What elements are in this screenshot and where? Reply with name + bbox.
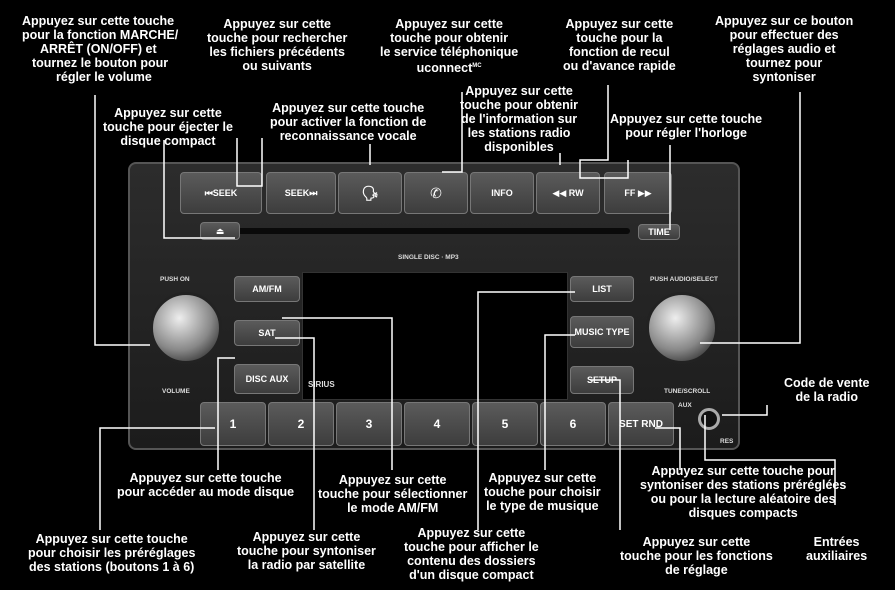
preset-button-3[interactable]: 3: [336, 402, 402, 446]
preset-button-2[interactable]: 2: [268, 402, 334, 446]
voice-command-button[interactable]: 🗣: [338, 172, 402, 214]
aux-label: AUX: [678, 402, 692, 409]
music-type-button[interactable]: MUSIC TYPE: [570, 316, 634, 348]
phone-icon: ✆: [430, 184, 442, 201]
rewind-button[interactable]: ◀◀ RW: [536, 172, 600, 214]
setrnd-button[interactable]: SET RND: [608, 402, 674, 446]
voice-command-icon: 🗣: [361, 184, 379, 201]
sirius-logo: SIRIUS: [308, 380, 335, 389]
volume-label: VOLUME: [162, 388, 190, 395]
uconnect-phone-button[interactable]: ✆: [404, 172, 468, 214]
eject-icon: ⏏: [215, 225, 225, 236]
volume-knob[interactable]: [150, 292, 222, 364]
tune-knob[interactable]: [646, 292, 718, 364]
tune-scroll-label: TUNE/SCROLL: [664, 388, 711, 395]
push-audio-label: PUSH AUDIO/SELECT: [650, 276, 719, 283]
disc-aux-button[interactable]: DISC AUX: [234, 364, 300, 394]
cd-slot: [210, 228, 630, 234]
single-disc-label: SINGLE DISC · MP3: [398, 254, 459, 261]
preset-button-4[interactable]: 4: [404, 402, 470, 446]
display-screen: [302, 272, 568, 400]
info-button[interactable]: INFO: [470, 172, 534, 214]
radio-faceplate: ⏮SEEK SEEK⏭ 🗣 ✆ INFO ◀◀ RW FF ▶▶ ⏏ TIME …: [128, 162, 740, 450]
res-label: RES: [720, 438, 734, 445]
preset-button-6[interactable]: 6: [540, 402, 606, 446]
seek-back-button[interactable]: ⏮SEEK: [180, 172, 262, 214]
fast-forward-button[interactable]: FF ▶▶: [604, 172, 672, 214]
aux-jack[interactable]: [698, 408, 720, 430]
amfm-button[interactable]: AM/FM: [234, 276, 300, 302]
eject-button[interactable]: ⏏: [200, 222, 240, 240]
list-button[interactable]: LIST: [570, 276, 634, 302]
push-on-label: PUSH ON: [160, 276, 190, 283]
preset-button-5[interactable]: 5: [472, 402, 538, 446]
preset-button-1[interactable]: 1: [200, 402, 266, 446]
sat-button[interactable]: SAT: [234, 320, 300, 346]
seek-forward-button[interactable]: SEEK⏭: [266, 172, 336, 214]
